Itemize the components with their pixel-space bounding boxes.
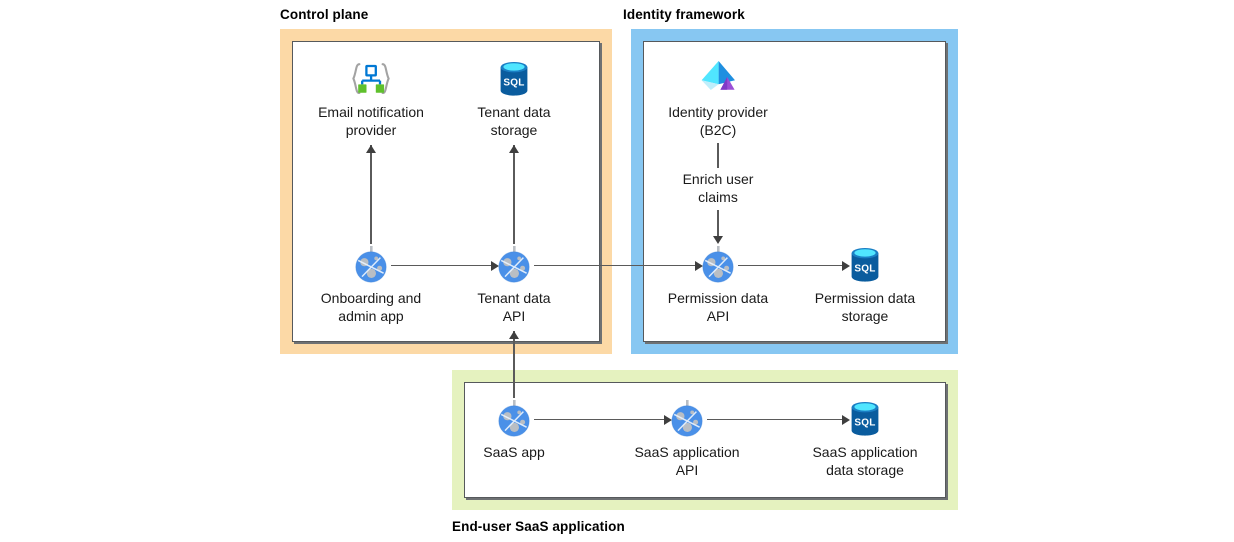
node-label-permission-data-storage: Permission data storage: [814, 290, 916, 324]
arrowhead-onboarding-to-tenant-api: [491, 260, 499, 271]
node-identity-provider-b2c[interactable]: Identity provider (B2C): [634, 58, 802, 139]
arrowhead-identity-to-permission-api: [713, 236, 723, 244]
node-label-saas-application-api: SaaS application API: [634, 444, 740, 478]
connector-tenant-api-to-permission-api: [534, 265, 696, 267]
node-label-saas-app: SaaS app: [483, 444, 545, 460]
connector-onboarding-to-tenant-api: [391, 265, 492, 267]
connector-identity-to-claims-label: [717, 143, 719, 168]
app-service-globe-icon: [668, 400, 706, 438]
group-inner-end-user-saas-application: [464, 382, 946, 498]
node-tenant-data-storage[interactable]: SQL Tenant data storage: [430, 60, 598, 139]
arrowhead-tenant-api-to-tenant-storage: [509, 145, 519, 153]
arrowhead-saas-app-to-saas-api: [664, 414, 672, 425]
group-inner-control-plane: [292, 41, 600, 342]
group-identity-framework: [631, 29, 958, 354]
node-label-saas-application-data-storage: SaaS application data storage: [812, 444, 918, 478]
app-service-globe-icon: [495, 246, 533, 284]
node-label-permission-data-api: Permission data API: [667, 290, 769, 324]
arrowhead-saas-api-to-saas-storage: [842, 414, 850, 425]
group-control-plane: [280, 29, 612, 354]
arrowhead-saas-app-to-tenant-api: [509, 331, 519, 339]
svg-text:SQL: SQL: [503, 77, 524, 88]
node-label-onboarding-and-admin-app: Onboarding and admin app: [320, 290, 422, 324]
connector-permission-api-to-permission-storage: [738, 265, 843, 267]
connector-onboarding-to-email: [370, 145, 372, 244]
connector-saas-app-to-tenant-api: [513, 331, 515, 398]
group-inner-identity-framework: [643, 41, 946, 342]
group-title-control-plane: Control plane: [280, 7, 369, 22]
connector-saas-api-to-saas-storage: [707, 419, 843, 421]
node-email-notification-provider[interactable]: Email notification provider: [287, 60, 455, 139]
app-service-globe-icon: [699, 246, 737, 284]
group-end-user-saas-application: [452, 370, 958, 510]
azure-ad-b2c-icon: [697, 58, 739, 98]
arrowhead-permission-api-to-permission-storage: [842, 260, 850, 271]
node-permission-data-api[interactable]: Permission data API: [634, 246, 802, 325]
group-title-end-user-saas-application: End-user SaaS application: [452, 519, 625, 534]
sql-database-icon: SQL: [497, 60, 531, 98]
node-onboarding-and-admin-app[interactable]: Onboarding and admin app: [287, 246, 455, 325]
arrowhead-tenant-api-to-permission-api: [695, 260, 703, 271]
app-service-globe-icon: [352, 246, 390, 284]
node-permission-data-storage[interactable]: SQL Permission data storage: [781, 246, 949, 325]
node-saas-application-data-storage[interactable]: SQL SaaS application data storage: [781, 400, 949, 479]
arrowhead-onboarding-to-email: [366, 145, 376, 153]
app-service-globe-icon: [495, 400, 533, 438]
node-label-identity-provider-b2c: Identity provider (B2C): [668, 104, 768, 138]
node-saas-app[interactable]: SaaS app: [430, 400, 598, 461]
sql-database-icon: SQL: [848, 400, 882, 438]
braces-notification-icon: [348, 60, 394, 98]
node-saas-application-api[interactable]: SaaS application API: [603, 400, 771, 479]
sql-database-icon: SQL: [848, 246, 882, 284]
node-label-email-notification-provider: Email notification provider: [318, 104, 424, 138]
group-title-identity-framework: Identity framework: [623, 7, 745, 22]
node-label-tenant-data-storage: Tenant data storage: [477, 104, 551, 138]
node-tenant-data-api[interactable]: Tenant data API: [430, 246, 598, 325]
svg-text:SQL: SQL: [854, 417, 875, 428]
edge-label-enrich-user-claims: Enrich user claims: [682, 171, 754, 205]
svg-text:SQL: SQL: [854, 263, 875, 274]
connector-saas-app-to-saas-api: [534, 419, 665, 421]
connector-claims-label-to-permission-api: [717, 210, 719, 236]
connector-tenant-api-to-tenant-storage: [513, 145, 515, 244]
node-label-tenant-data-api: Tenant data API: [477, 290, 551, 324]
